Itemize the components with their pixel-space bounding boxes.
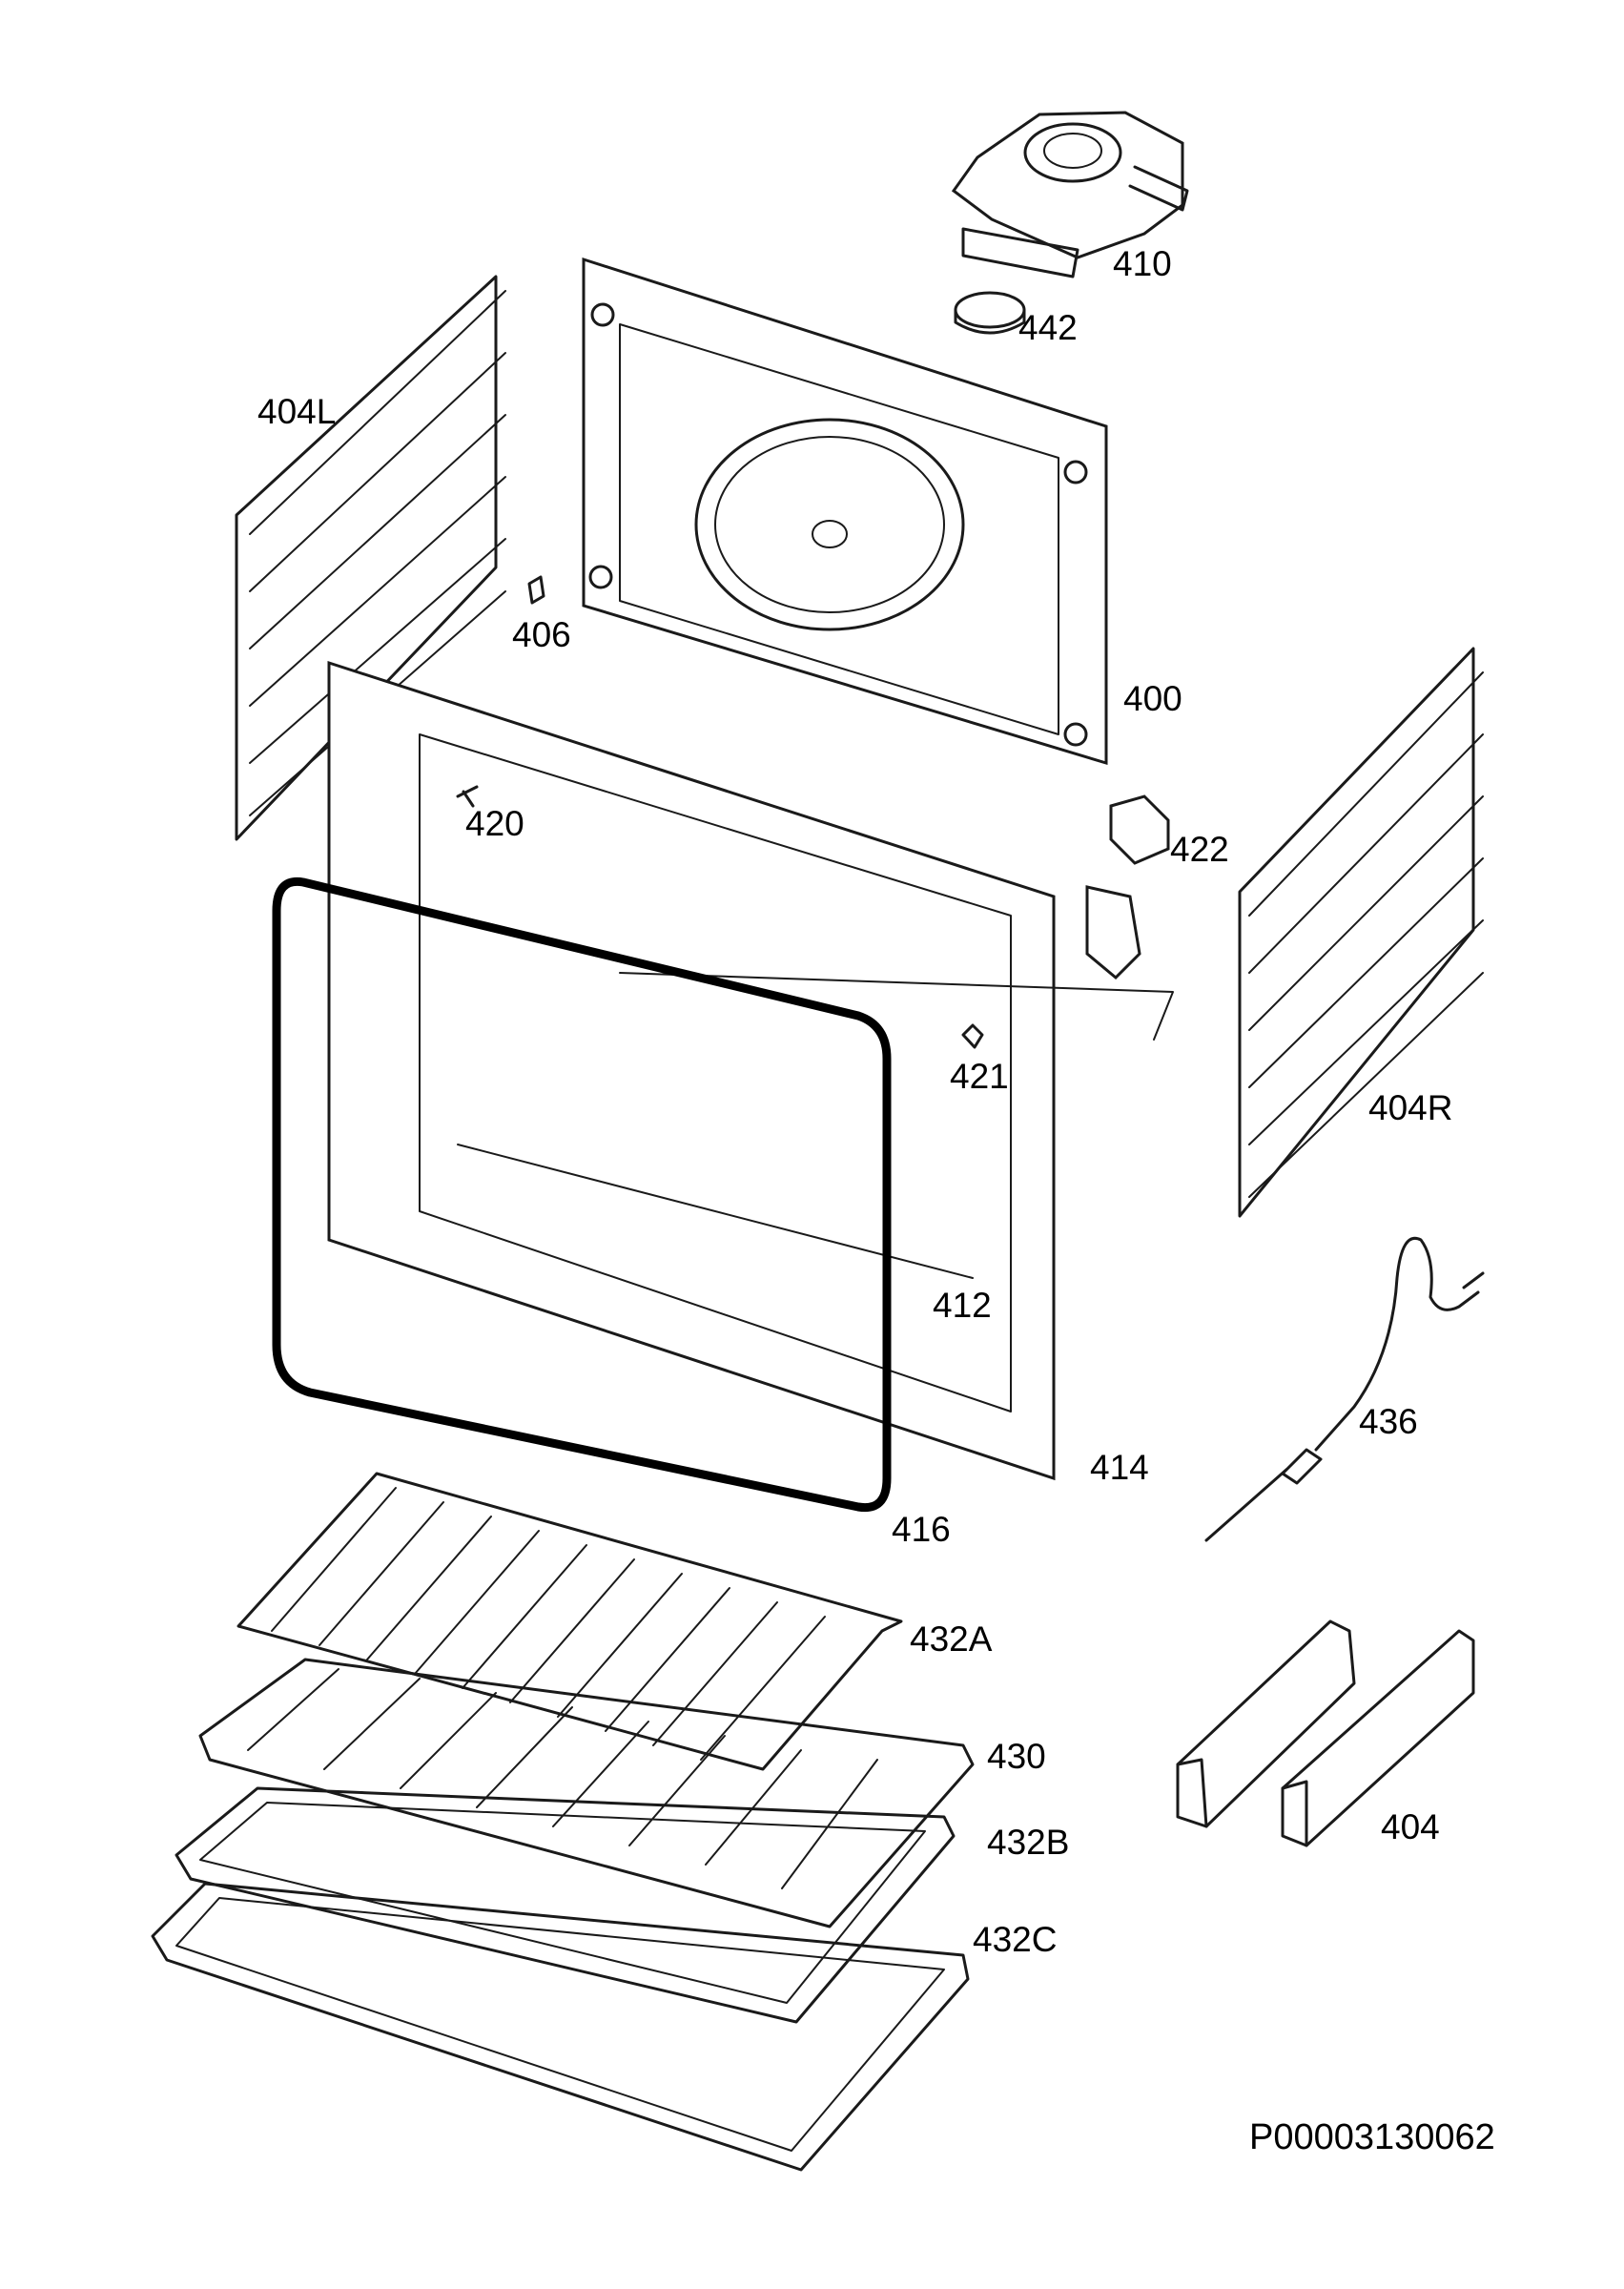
left-shelf-runner-part: [235, 275, 506, 841]
part-label-422: 422: [1170, 830, 1229, 869]
part-label-404R: 404R: [1368, 1088, 1453, 1127]
right-shelf-runner-part: [1238, 647, 1484, 1218]
clip-part: [527, 575, 545, 605]
part-label-416: 416: [892, 1510, 951, 1549]
back-panel-part: [582, 257, 1108, 766]
drawing-code: P00003130062: [1249, 2117, 1495, 2157]
telescopic-runners-part: [1176, 1619, 1475, 1847]
wire-grid-part: [236, 1472, 903, 1771]
part-label-421: 421: [950, 1057, 1009, 1096]
part-label-400: 400: [1123, 679, 1182, 718]
part-label-436: 436: [1359, 1402, 1418, 1441]
part-label-410: 410: [1113, 244, 1172, 283]
part-label-420: 420: [465, 804, 524, 843]
part-label-442: 442: [1018, 308, 1078, 347]
part-label-432A: 432A: [910, 1619, 993, 1659]
screw-420-part: [456, 785, 479, 808]
part-label-404L: 404L: [257, 392, 337, 431]
screw-421-part: [961, 1023, 984, 1049]
part-label-404: 404: [1381, 1807, 1440, 1846]
oven-shelf-part: [198, 1658, 975, 1928]
baking-tray-part: [175, 1786, 956, 2024]
oven-cavity-part: [327, 660, 1174, 1481]
deep-tray-part: [151, 1882, 970, 2172]
part-label-412: 412: [933, 1286, 992, 1325]
part-label-414: 414: [1090, 1448, 1149, 1487]
part-label-430: 430: [987, 1737, 1046, 1776]
washer-part: [954, 291, 1026, 335]
lamp-cover-part: [1085, 885, 1141, 980]
part-label-406: 406: [512, 615, 571, 654]
lamp-holder-part: [1109, 794, 1170, 865]
part-label-432B: 432B: [987, 1823, 1070, 1862]
meat-probe-part: [1204, 1237, 1485, 1542]
fan-motor-part: [951, 111, 1189, 278]
door-seal-part: [272, 876, 892, 1513]
part-label-432C: 432C: [973, 1920, 1058, 1959]
